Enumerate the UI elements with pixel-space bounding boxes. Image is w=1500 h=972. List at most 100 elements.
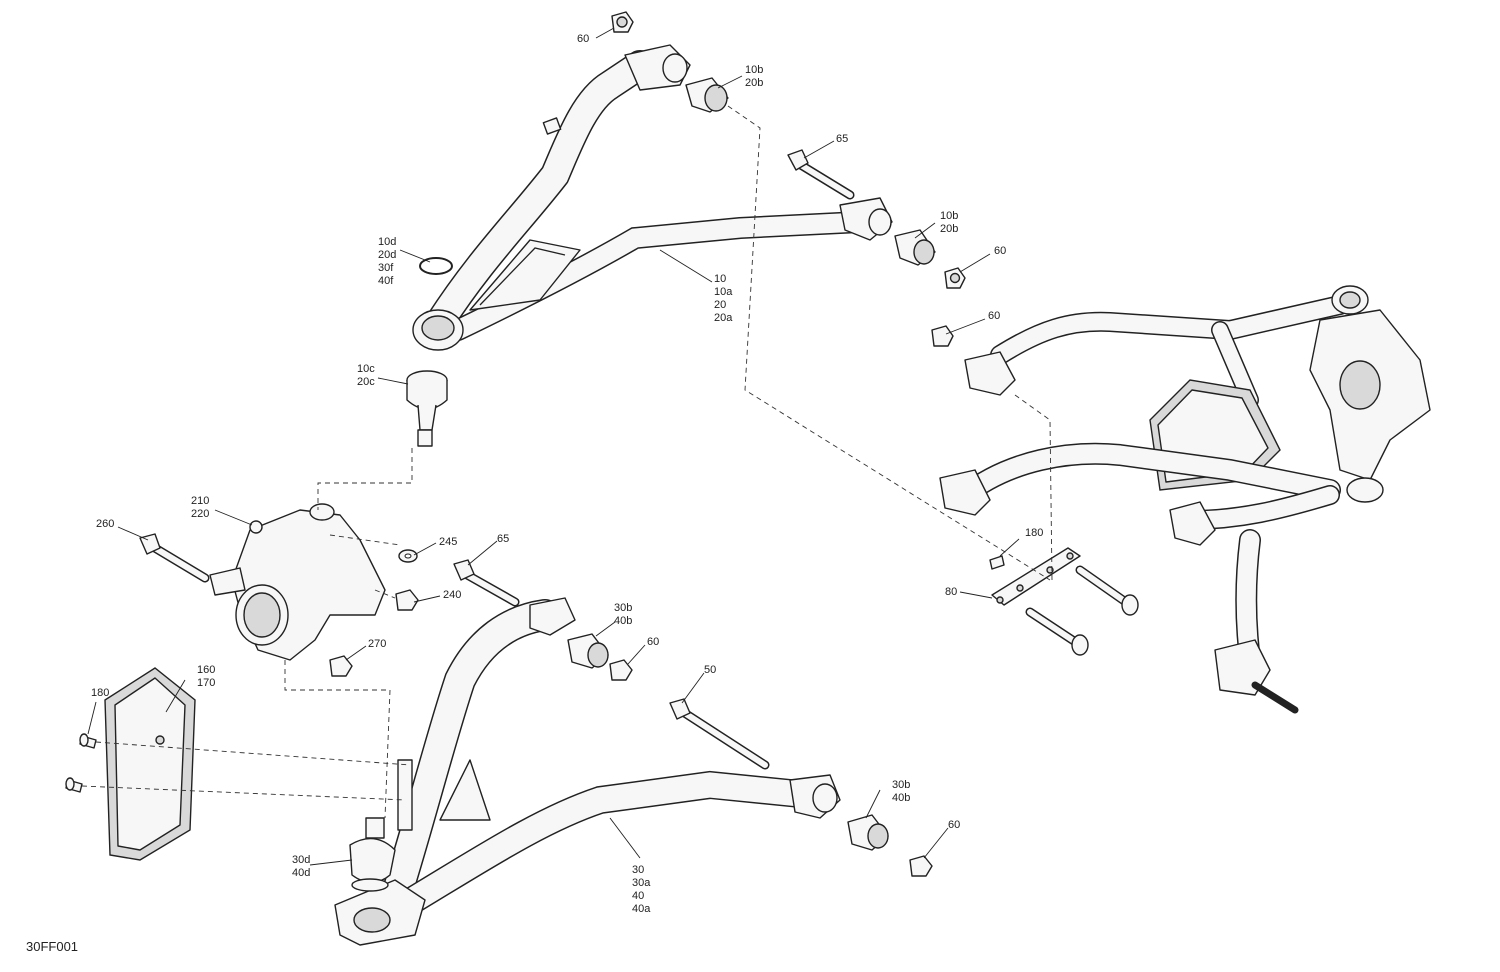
- callout-line: 245: [439, 536, 458, 548]
- callout-60-top: 60: [577, 33, 589, 46]
- callout-line: 220: [191, 508, 210, 520]
- bracket-plate: [991, 547, 1081, 606]
- bolt-65-mid: [453, 559, 520, 607]
- callout-245: 245: [439, 536, 457, 549]
- callout-50: 50: [704, 664, 716, 677]
- callout-line: 40: [632, 890, 645, 902]
- callout-270: 270: [368, 638, 386, 651]
- assembled-suspension: [931, 285, 1431, 714]
- callout-180-right: 180: [1025, 527, 1043, 540]
- bolt-260: [139, 533, 210, 583]
- nut-mid: [944, 267, 966, 289]
- callout-260: 260: [96, 518, 114, 531]
- bolt-50: [669, 698, 770, 770]
- callout-line: 50: [704, 664, 717, 676]
- callout-60-right: 60: [988, 310, 1000, 323]
- callout-line: 160: [197, 664, 216, 676]
- callout-line: 20a: [714, 312, 733, 324]
- ball-joint-bottom: [349, 817, 396, 892]
- callout-line: 30a: [632, 877, 651, 889]
- callout-line: 30b: [892, 779, 911, 791]
- nut-270: [329, 655, 353, 677]
- nut-lower-low: [909, 855, 933, 877]
- guard-plate: [104, 667, 196, 861]
- washer-245: [398, 549, 418, 563]
- callout-line: 180: [1025, 527, 1044, 539]
- callout-line: 210: [191, 495, 210, 507]
- assembly-dashes: [81, 105, 1053, 819]
- pin-b: [1025, 607, 1089, 656]
- bushing-lower-low: [847, 814, 889, 851]
- bushing-lower-mid: [567, 633, 609, 669]
- steering-knuckle: [209, 503, 386, 661]
- callout-line: 20c: [357, 376, 375, 388]
- callout-line: 30: [632, 864, 645, 876]
- lower-a-arm: [334, 597, 841, 946]
- callout-line: 40f: [378, 275, 394, 287]
- upper-a-arm: [412, 44, 893, 351]
- nut-top: [611, 11, 634, 33]
- ball-joint-top: [406, 370, 448, 447]
- callout-line: 270: [368, 638, 387, 650]
- bolt-65-top: [787, 149, 855, 200]
- callout-line: 30d: [292, 854, 311, 866]
- callout-line: 65: [497, 533, 510, 545]
- callout-line: 180: [91, 687, 110, 699]
- callout-80: 80: [945, 586, 957, 599]
- callout-line: 40b: [892, 792, 911, 804]
- callout-60-lower: 60: [647, 636, 659, 649]
- bushing-mid: [894, 229, 936, 266]
- pin-a: [1075, 565, 1139, 616]
- callout-line: 40a: [632, 903, 651, 915]
- callout-line: 60: [647, 636, 660, 648]
- figure-id: 30FF001: [26, 939, 79, 954]
- callout-line: 60: [948, 819, 961, 831]
- callout-line: 10: [714, 273, 727, 285]
- callout-line: 20b: [940, 223, 959, 235]
- callout-line: 60: [577, 33, 590, 45]
- callout-line: 20b: [745, 77, 764, 89]
- callout-line: 30f: [378, 262, 394, 274]
- callout-line: 260: [96, 518, 115, 530]
- callout-line: 10b: [940, 210, 959, 222]
- callout-65-mid: 65: [497, 533, 509, 546]
- nut-lower-mid: [609, 659, 633, 681]
- callout-60-low: 60: [948, 819, 960, 832]
- callout-line: 240: [443, 589, 462, 601]
- callout-65-top: 65: [836, 133, 848, 146]
- callout-line: 20: [714, 299, 727, 311]
- callout-line: 20d: [378, 249, 397, 261]
- nut-240: [395, 589, 419, 611]
- callout-line: 60: [988, 310, 1001, 322]
- callout-line: 10b: [745, 64, 764, 76]
- callout-line: 60: [994, 245, 1007, 257]
- callout-180-left: 180: [91, 687, 109, 700]
- callout-line: 80: [945, 586, 958, 598]
- callout-line: 40b: [614, 615, 633, 627]
- callout-line: 170: [197, 677, 216, 689]
- rivet-180-c: [989, 555, 1005, 570]
- callout-line: 40d: [292, 867, 311, 879]
- callout-60-mid: 60: [994, 245, 1006, 258]
- rivet-180-b: [65, 777, 83, 793]
- leader-lines: [87, 27, 1020, 866]
- bushing-top: [685, 77, 729, 113]
- callout-line: 30b: [614, 602, 633, 614]
- callout-line: 65: [836, 133, 849, 145]
- callout-line: 10d: [378, 236, 397, 248]
- circlip: [419, 257, 453, 275]
- callout-line: 10a: [714, 286, 733, 298]
- callout-240: 240: [443, 589, 461, 602]
